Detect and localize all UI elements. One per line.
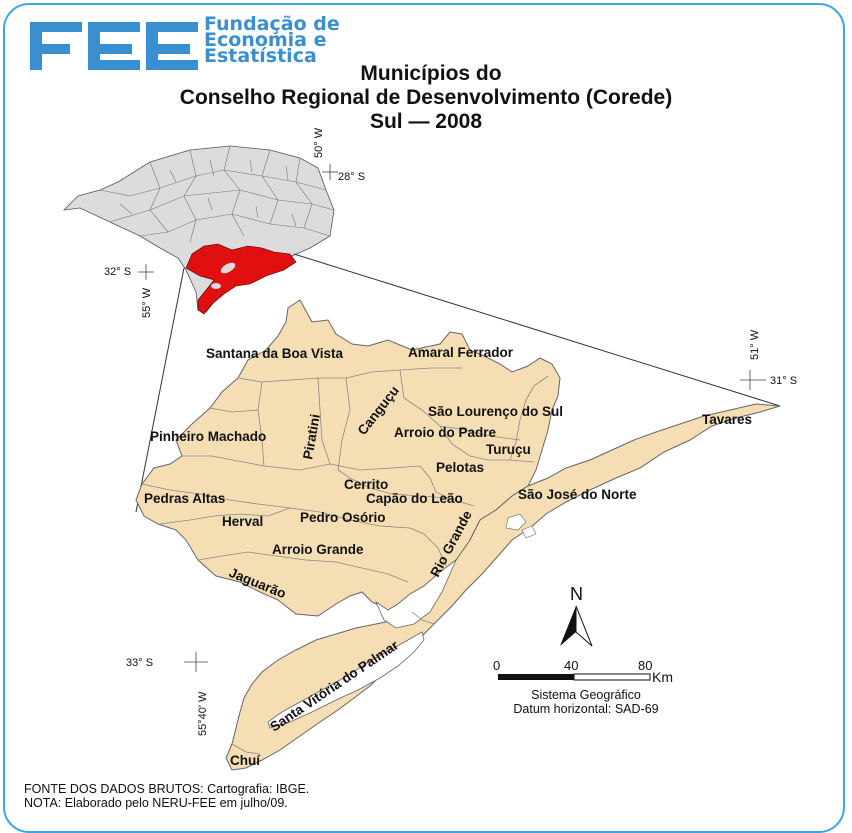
label-sao-lourenco-do-sul: São Lourenço do Sul <box>428 404 563 419</box>
projection-system: Sistema Geográfico <box>531 688 641 702</box>
title-line-3: Sul — 2008 <box>369 110 483 133</box>
scale-label-40: 40 <box>564 658 578 673</box>
scale-label-80: 80 <box>638 658 652 673</box>
label-sao-jose-do-norte: São José do Norte <box>518 487 637 502</box>
coord-51w: 51° W <box>749 329 761 360</box>
title-line-1: Municípios do <box>360 62 502 85</box>
label-pedras-altas: Pedras Altas <box>144 491 225 506</box>
coord-32s: 32° S <box>104 266 131 278</box>
org-line-1: Fundação de <box>204 13 340 35</box>
label-amaral-ferrador: Amaral Ferrador <box>408 345 514 360</box>
scale-unit: Km <box>652 669 673 685</box>
footer-source: FONTE DOS DADOS BRUTOS: Cartografia: IBG… <box>24 782 310 796</box>
north-arrow-icon <box>560 606 576 646</box>
north-arrow-label: N <box>570 584 583 604</box>
scale-bar: 0 40 80 Km <box>493 658 673 685</box>
org-line-3: Estatística <box>204 45 317 67</box>
organization-name: Fundação de Economia e Estatística <box>204 13 340 67</box>
label-pelotas: Pelotas <box>436 460 484 475</box>
label-herval: Herval <box>222 514 263 529</box>
label-arroio-grande: Arroio Grande <box>272 542 364 557</box>
label-cerrito: Cerrito <box>344 477 388 492</box>
corede-sul-map <box>135 299 781 771</box>
label-turucu: Turuçu <box>486 442 531 457</box>
coord-33s: 33° S <box>126 657 153 669</box>
zoom-lines <box>135 253 781 513</box>
lagoa-mirim <box>267 631 425 729</box>
corede-sul-highlight <box>185 243 297 315</box>
coord-55w: 55° W <box>141 287 153 318</box>
scale-label-0: 0 <box>493 658 500 673</box>
map-title: Municípios do Conselho Regional de Desen… <box>0 62 852 134</box>
north-arrow: N <box>560 584 593 647</box>
label-tavares: Tavares <box>702 412 752 427</box>
footer-note: NOTA: Elaborado pelo NERU-FEE em julho/0… <box>24 796 288 810</box>
fee-logo <box>30 22 198 70</box>
coord-31s: 31° S <box>770 375 797 387</box>
projection-datum: Datum horizontal: SAD-69 <box>513 702 659 716</box>
label-arroio-do-padre: Arroio do Padre <box>394 425 497 440</box>
coord-5540w: 55°40' W <box>197 691 209 736</box>
label-pinheiro-machado: Pinheiro Machado <box>150 429 266 444</box>
coord-50w: 50° W <box>313 127 325 158</box>
estuary-islands <box>505 513 537 539</box>
title-line-2: Conselho Regional de Desenvolvimento (Co… <box>179 86 673 109</box>
label-pedro-osorio: Pedro Osório <box>300 510 386 525</box>
lagoa-mangueira <box>375 558 457 629</box>
label-capao-do-leao: Capão do Leão <box>366 491 463 506</box>
map-canvas: 50° W 28° S 32° S 55° W 51° W 31° S 33° … <box>62 127 797 771</box>
projection-info: Sistema Geográfico Datum horizontal: SAD… <box>476 688 696 716</box>
state-inset-map <box>62 145 335 315</box>
inset-gridticks <box>138 164 766 672</box>
municipal-borders <box>141 367 549 755</box>
label-chui: Chuí <box>230 753 261 768</box>
coord-28s: 28° S <box>338 171 365 183</box>
label-santana-da-boa-vista: Santana da Boa Vista <box>206 346 344 361</box>
state-outline <box>62 145 335 313</box>
org-line-2: Economia e <box>204 29 327 51</box>
